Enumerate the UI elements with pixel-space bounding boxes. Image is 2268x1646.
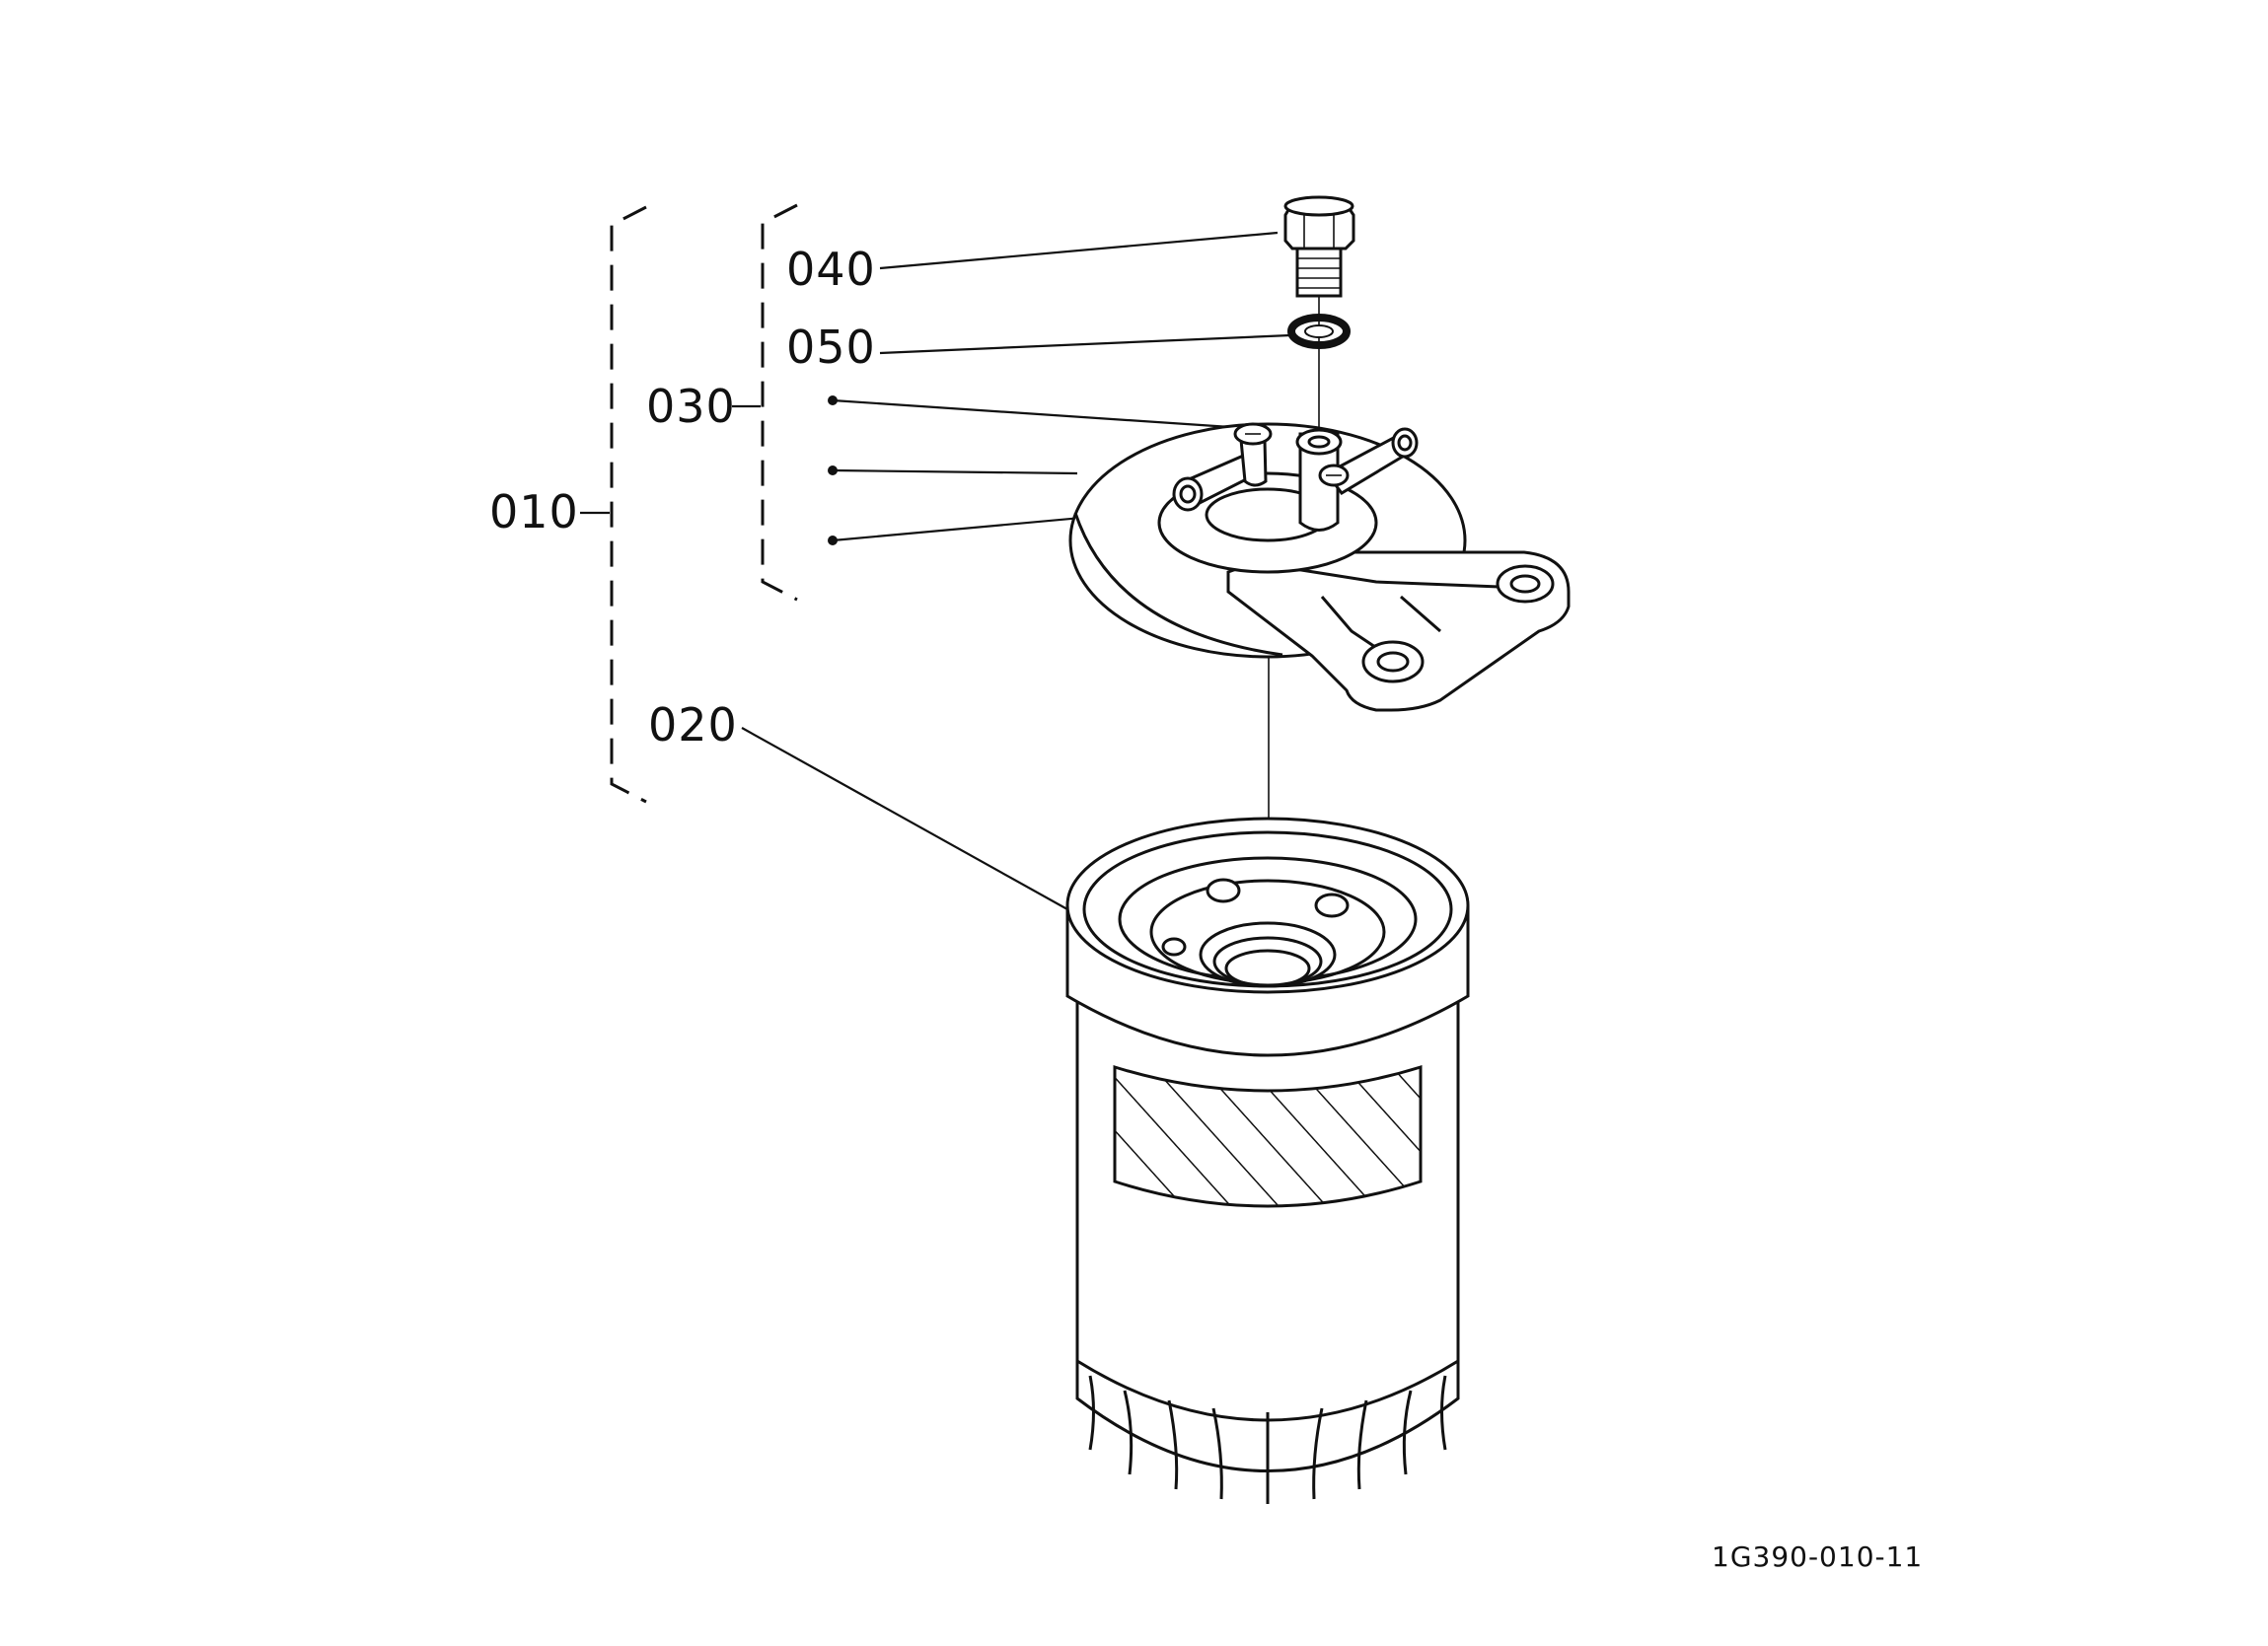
leader-040 (879, 231, 1279, 270)
leader-050 (879, 333, 1291, 355)
callout-040: 040 (786, 243, 876, 296)
leader-020 (741, 727, 1068, 910)
callout-020: 020 (648, 698, 738, 751)
bracket-assembly-030 (761, 203, 798, 602)
filter-cartridge (1065, 817, 1470, 1504)
hex-bolt (1283, 195, 1355, 298)
sealing-washer (1287, 314, 1351, 349)
callout-030: 030 (646, 380, 736, 433)
callout-050: 050 (786, 321, 876, 374)
bracket-assembly-010 (610, 205, 647, 804)
callout-010: 010 (489, 485, 579, 538)
filter-head (1068, 422, 1571, 712)
drawing-id: 1G390-010-11 (1712, 1540, 1923, 1573)
